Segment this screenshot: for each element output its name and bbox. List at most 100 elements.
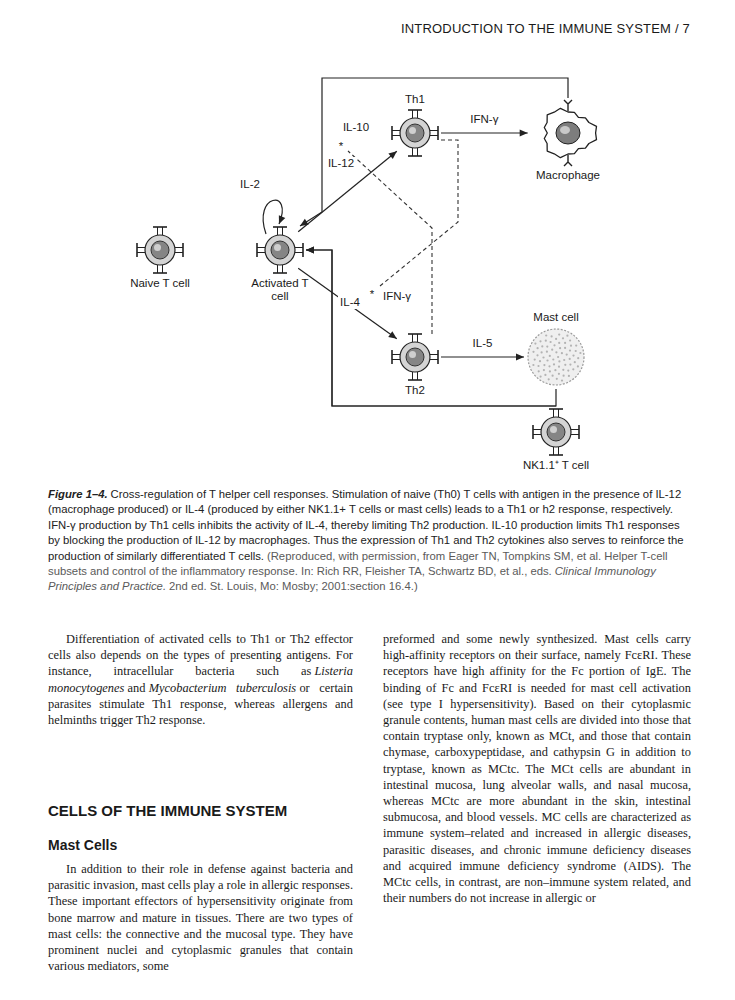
granule [543, 369, 545, 371]
connector-line [298, 151, 397, 232]
granule [558, 360, 560, 362]
granule [575, 345, 577, 347]
macrophage-body [544, 108, 596, 157]
receptor [430, 354, 438, 355]
granule [541, 345, 543, 347]
receptor [157, 265, 158, 273]
granule [536, 354, 538, 356]
receptor [564, 155, 572, 166]
granule [566, 354, 568, 356]
granule [537, 347, 539, 349]
arrowhead [306, 247, 314, 254]
connector-line [306, 250, 556, 406]
cell-label: Th1 [405, 93, 425, 106]
granule [556, 378, 558, 380]
granule [577, 365, 579, 367]
cell-node: Th1 [389, 93, 441, 159]
cell-label: NK1.1⁺ T cell [523, 459, 589, 472]
receptor [412, 334, 413, 342]
receptor-cap [273, 226, 287, 228]
granule [551, 349, 553, 351]
receptor [295, 247, 303, 248]
mast-cell-body [528, 329, 584, 385]
granule [548, 365, 550, 367]
receptor-cap [408, 109, 422, 111]
granule [564, 364, 566, 366]
granule [544, 374, 546, 376]
granule [563, 359, 565, 361]
receptor-cap [153, 226, 167, 228]
granule [561, 352, 563, 354]
t-cell-icon [134, 224, 186, 276]
granule [561, 380, 563, 382]
receptor-cap [408, 379, 422, 381]
receptor [571, 429, 579, 430]
receptor [417, 334, 418, 342]
receptor [157, 227, 158, 235]
arrowhead [300, 219, 309, 226]
cell-nucleus [406, 348, 424, 366]
receptor [417, 148, 418, 156]
cell-nucleus [547, 423, 565, 441]
section-heading: CELLS OF THE IMMUNE SYSTEM [48, 802, 287, 819]
granule [570, 345, 572, 347]
receptor [257, 247, 265, 248]
connector [300, 78, 568, 226]
granule [545, 334, 547, 336]
cell-node: NK1.1⁺ T cell [523, 406, 589, 472]
cell-label: Mast cell [533, 311, 578, 324]
granule [555, 338, 557, 340]
cell-body [145, 235, 175, 265]
granule [552, 358, 554, 360]
granule [546, 351, 548, 353]
granule [562, 369, 564, 371]
macrophage-icon [526, 98, 610, 168]
granule [558, 373, 560, 375]
granule [541, 351, 543, 353]
mast-cell-icon [524, 325, 588, 389]
cell-node: Macrophage [526, 98, 610, 182]
arrowhead [388, 331, 397, 339]
running-header: INTRODUCTION TO THE IMMUNE SYSTEM / 7 [401, 21, 690, 36]
granule [542, 356, 544, 358]
granule [551, 335, 553, 337]
cytokine-label: IL-5 [471, 337, 495, 350]
receptor-cap [532, 425, 534, 439]
receptor-cap [153, 272, 167, 274]
cell-body [541, 417, 571, 447]
granule [562, 337, 564, 339]
granule [534, 359, 536, 361]
granule [543, 364, 545, 366]
body-paragraph: preformed and some newly synthesized. Ma… [383, 631, 691, 906]
t-cell-icon [389, 107, 441, 159]
subsection-heading: Mast Cells [48, 837, 117, 853]
connector-line [306, 250, 556, 406]
t-cell-icon [389, 331, 441, 383]
receptor [430, 130, 438, 131]
receptor [417, 372, 418, 380]
connector [306, 247, 556, 407]
body-text: and [128, 681, 146, 695]
receptor [412, 110, 413, 118]
nucleus-highlight [274, 244, 281, 251]
granule [546, 359, 548, 361]
nucleus-highlight [550, 426, 557, 433]
body-text: Differentiation of activated cells to Th… [48, 632, 353, 678]
granule [534, 343, 536, 345]
nucleus-highlight [409, 127, 416, 134]
granule [553, 363, 555, 365]
receptor [137, 252, 145, 253]
arrowhead [279, 215, 285, 224]
arrowhead [516, 354, 524, 361]
receptor-cap [256, 243, 258, 257]
receptor [553, 409, 554, 417]
arrowhead [306, 247, 314, 254]
cell-label: Activated T cell [249, 277, 311, 303]
connector [298, 151, 397, 232]
citation: 2nd ed. St. Louis, Mo: Mosby; 2001:secti… [169, 580, 418, 592]
t-cell-icon [254, 224, 306, 276]
granule [545, 340, 547, 342]
receptor-cap [273, 272, 287, 274]
figure-number: Figure 1–4. [48, 488, 108, 500]
figure-caption: Figure 1–4.Cross-regulation of T helper … [48, 487, 693, 595]
